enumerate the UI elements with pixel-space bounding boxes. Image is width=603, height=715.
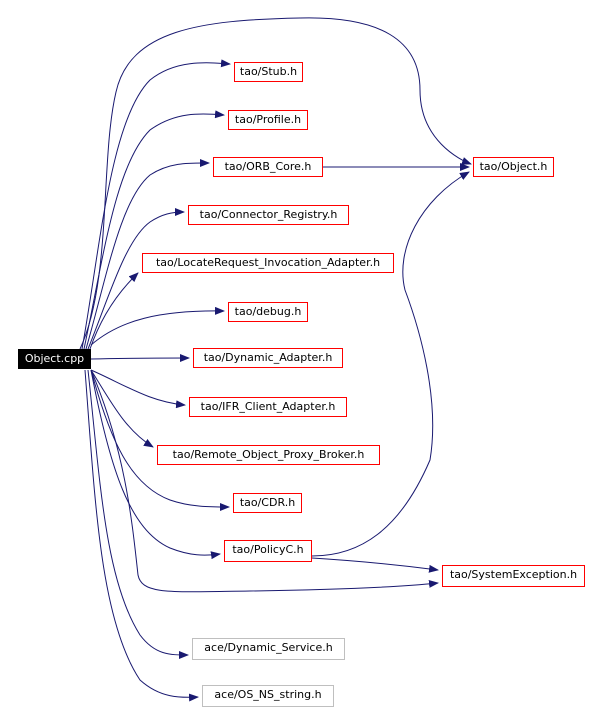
node-ace-os-ns-string-h[interactable]: ace/OS_NS_string.h [202,685,334,707]
edge-root-to-stub [81,59,231,350]
edge-root-to-dynamic_service [87,369,189,659]
edge-root-to-locate_request [89,272,139,350]
node-tao-stub-h[interactable]: tao/Stub.h [234,62,303,82]
node-tao-cdr-h[interactable]: tao/CDR.h [233,493,302,513]
node-tao-object-h[interactable]: tao/Object.h [473,157,554,177]
edge-root-to-debug [90,306,225,346]
node-tao-remote-object-proxy-broker-h[interactable]: tao/Remote_Object_Proxy_Broker.h [157,445,380,465]
edge-root-to-profile [83,110,225,350]
node-tao-debug-h[interactable]: tao/debug.h [228,302,308,322]
edge-root-to-remote_object_proxy_broker [90,369,154,448]
node-tao-locaterequest-invocation-adapter-h[interactable]: tao/LocateRequest_Invocation_Adapter.h [142,253,394,273]
edge-root-to-dynamic_adapter [90,354,190,363]
node-ace-dynamic-service-h[interactable]: ace/Dynamic_Service.h [192,638,345,660]
edge-root-to-connector_registry [87,208,185,350]
node-tao-connector-registry-h[interactable]: tao/Connector_Registry.h [188,205,349,225]
edge-root-to-ifr_client_adapter [90,369,186,409]
edge-root-to-os_ns_string [84,369,199,702]
edge-root-to-cdr [90,369,230,511]
edge-policyc-to-system_exception [311,557,439,573]
node-tao-systemexception-h[interactable]: tao/SystemException.h [442,565,585,587]
edge-root-to-system_exception [90,369,439,593]
node-object-cpp[interactable]: Object.cpp [18,349,91,369]
node-tao-dynamic-adapter-h[interactable]: tao/Dynamic_Adapter.h [193,348,343,368]
node-tao-policyc-h[interactable]: tao/PolicyC.h [224,540,312,562]
edge-root-to-object_h [79,17,472,350]
edge-root-to-orb_core [85,158,210,350]
node-tao-orb-core-h[interactable]: tao/ORB_Core.h [213,157,323,177]
node-tao-ifr-client-adapter-h[interactable]: tao/IFR_Client_Adapter.h [189,397,347,417]
node-tao-profile-h[interactable]: tao/Profile.h [228,110,308,130]
edge-policyc-to-object_h [311,171,470,557]
edge-root-to-policyc [90,369,221,560]
